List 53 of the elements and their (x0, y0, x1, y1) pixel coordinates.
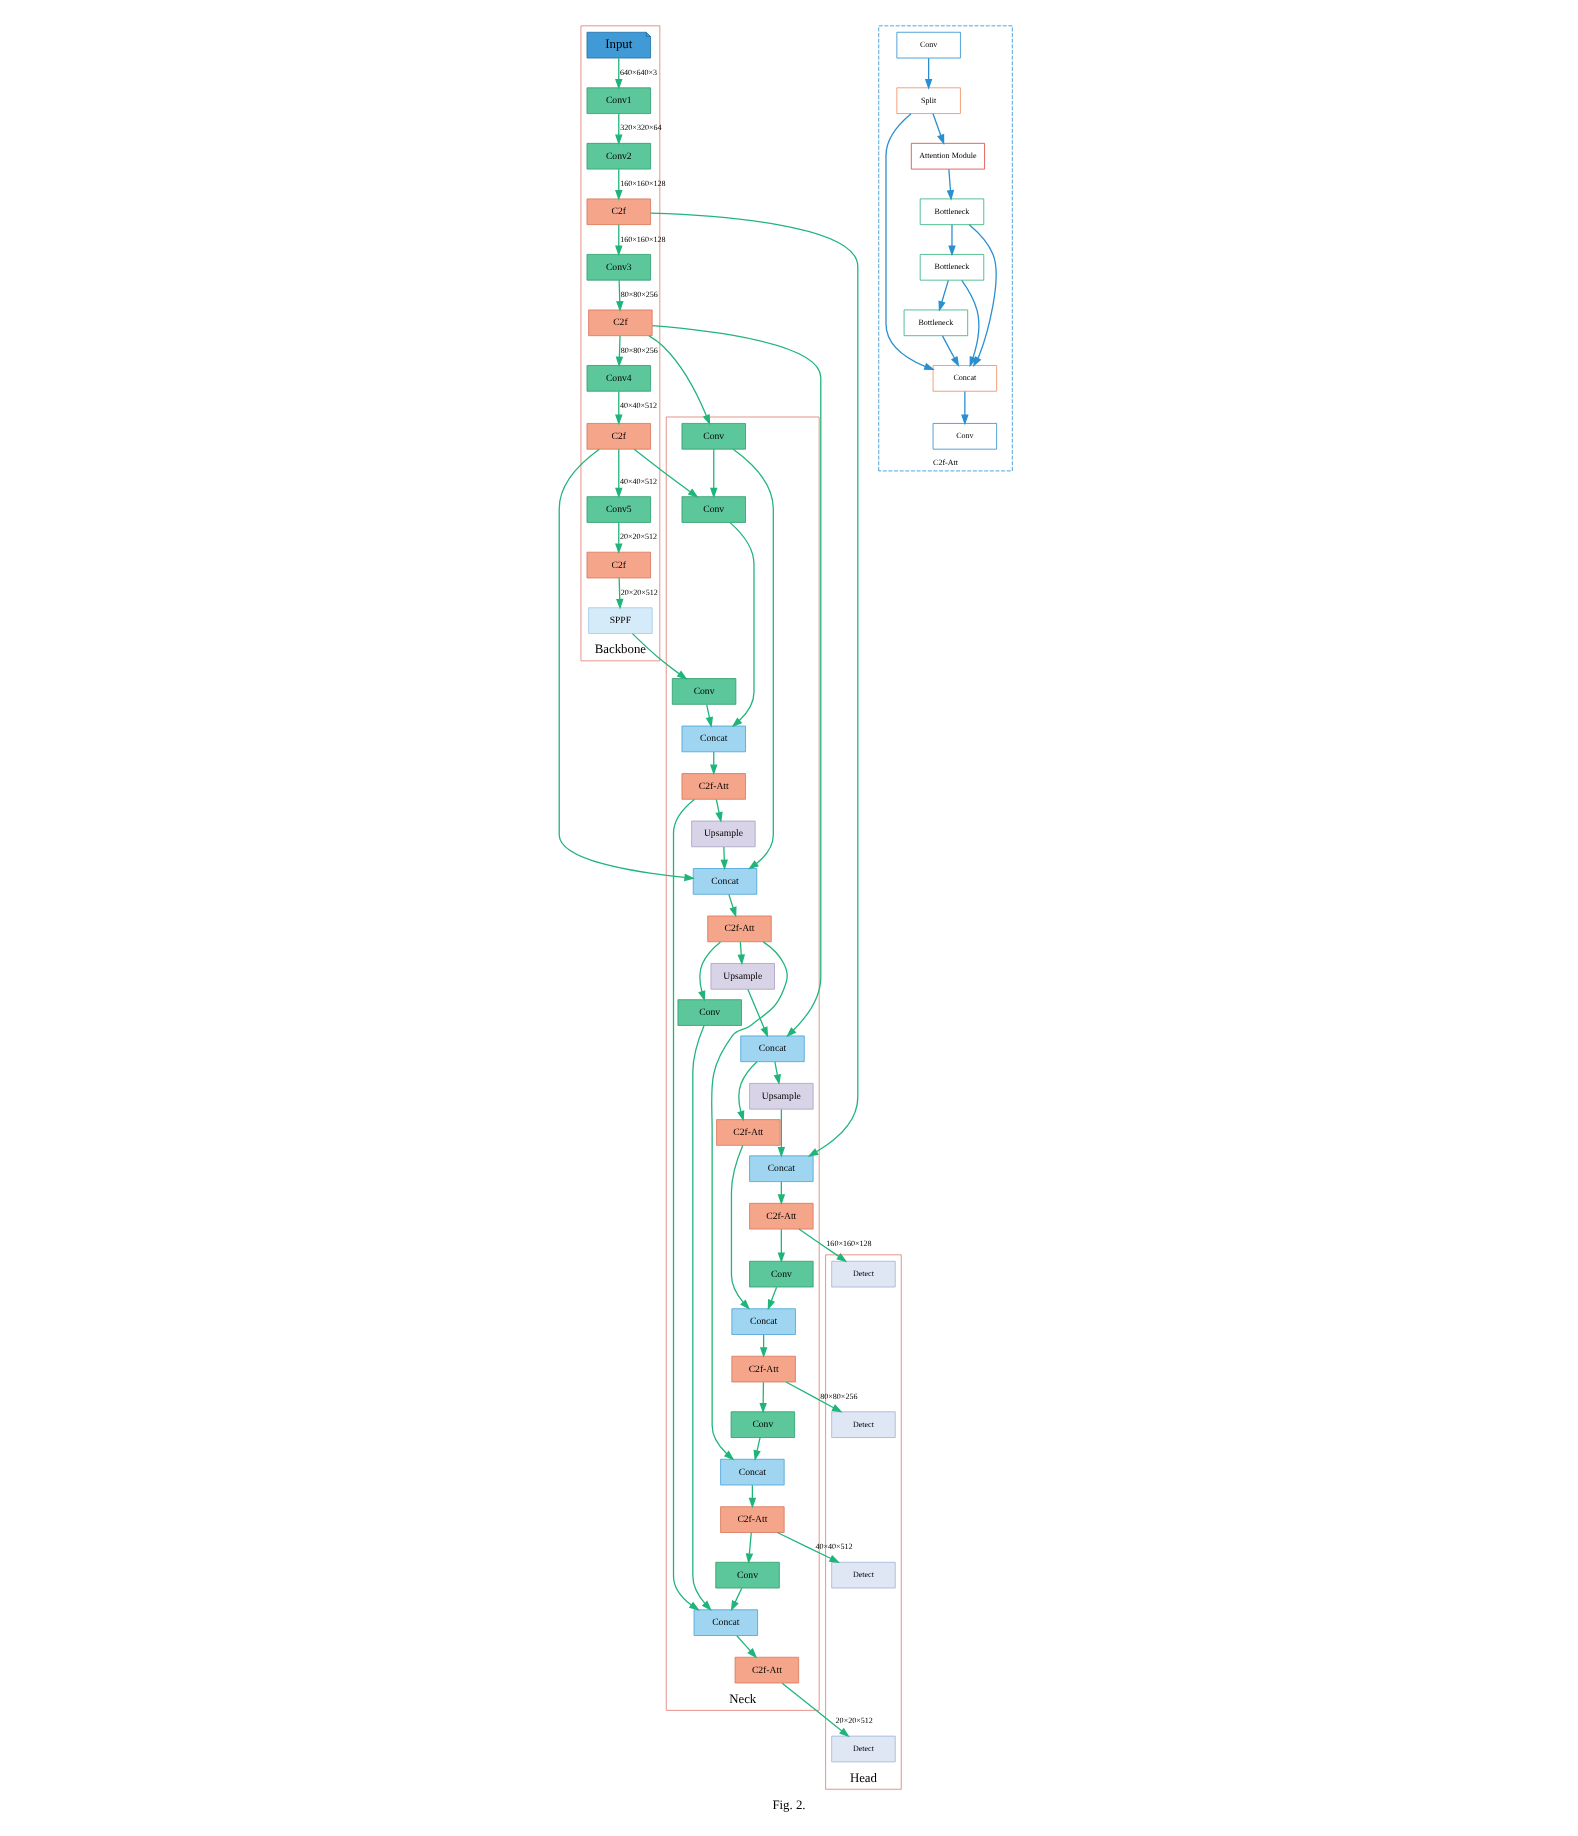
arrow (615, 448, 623, 499)
arrow (615, 390, 623, 426)
arrow (650, 212, 859, 1157)
arrow (785, 1381, 843, 1413)
arrow (615, 168, 623, 201)
arrow (924, 57, 933, 90)
arrow (616, 577, 624, 610)
arrow (777, 1228, 786, 1264)
arrow (948, 224, 956, 257)
arrow (798, 1228, 848, 1263)
arrow (615, 521, 623, 555)
arrow (705, 703, 713, 728)
arrow (961, 279, 980, 368)
arrow (773, 1061, 781, 1086)
arrow (932, 113, 945, 146)
arrow (961, 390, 969, 426)
arrow (615, 224, 623, 257)
arrow (698, 941, 722, 1002)
arrow (692, 1024, 712, 1611)
arrow (941, 335, 960, 368)
arrow (615, 113, 623, 146)
arrow (711, 941, 788, 1461)
arrow (781, 1682, 850, 1738)
arrow (558, 448, 695, 882)
arrow (737, 941, 745, 966)
arrow (615, 335, 624, 368)
arrow (737, 1061, 758, 1122)
arrow (648, 335, 711, 426)
arrow (732, 448, 774, 870)
arrow (615, 57, 623, 90)
arrow (631, 632, 688, 680)
arrow (730, 1144, 750, 1310)
arrow (747, 988, 769, 1038)
arrow (776, 1531, 840, 1563)
arrow (753, 1437, 761, 1461)
arrow (710, 448, 718, 499)
arrow (633, 448, 699, 498)
arrow (946, 168, 955, 201)
arrow (938, 279, 949, 312)
arrow (616, 279, 624, 312)
arrow (672, 798, 700, 1611)
arrow (759, 1381, 767, 1414)
arrow (777, 1108, 786, 1158)
arrow (736, 1635, 758, 1659)
arrow (730, 1587, 743, 1612)
arrow (720, 846, 728, 871)
arrow (885, 113, 935, 371)
arrow (767, 1286, 778, 1311)
arrow (728, 893, 737, 918)
arrow (968, 224, 997, 368)
arrow (745, 1532, 754, 1565)
arrow (729, 521, 755, 728)
arrow (651, 324, 822, 1038)
